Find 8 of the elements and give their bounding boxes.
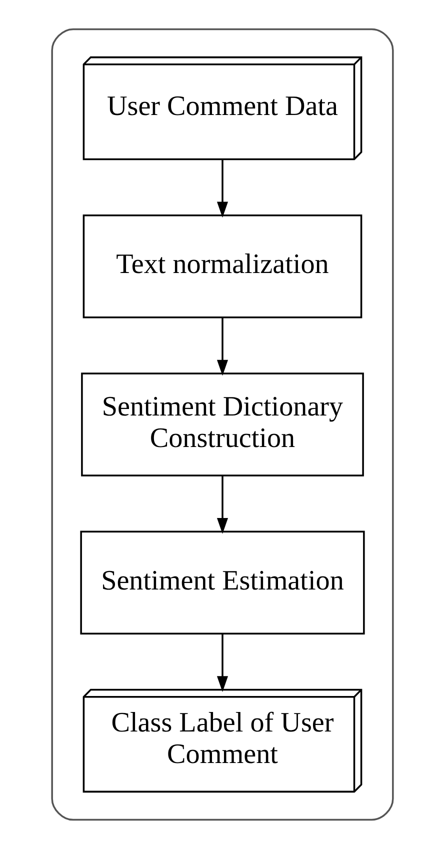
arrow <box>216 634 228 692</box>
arrow <box>216 160 228 218</box>
arrow <box>216 476 228 534</box>
node-box: Sentiment Estimation <box>80 530 364 634</box>
node-box: Text normalization <box>82 214 362 318</box>
arrow <box>216 318 228 376</box>
cluster <box>50 28 394 821</box>
node-box: Sentiment Dictionary Construction <box>80 372 364 476</box>
